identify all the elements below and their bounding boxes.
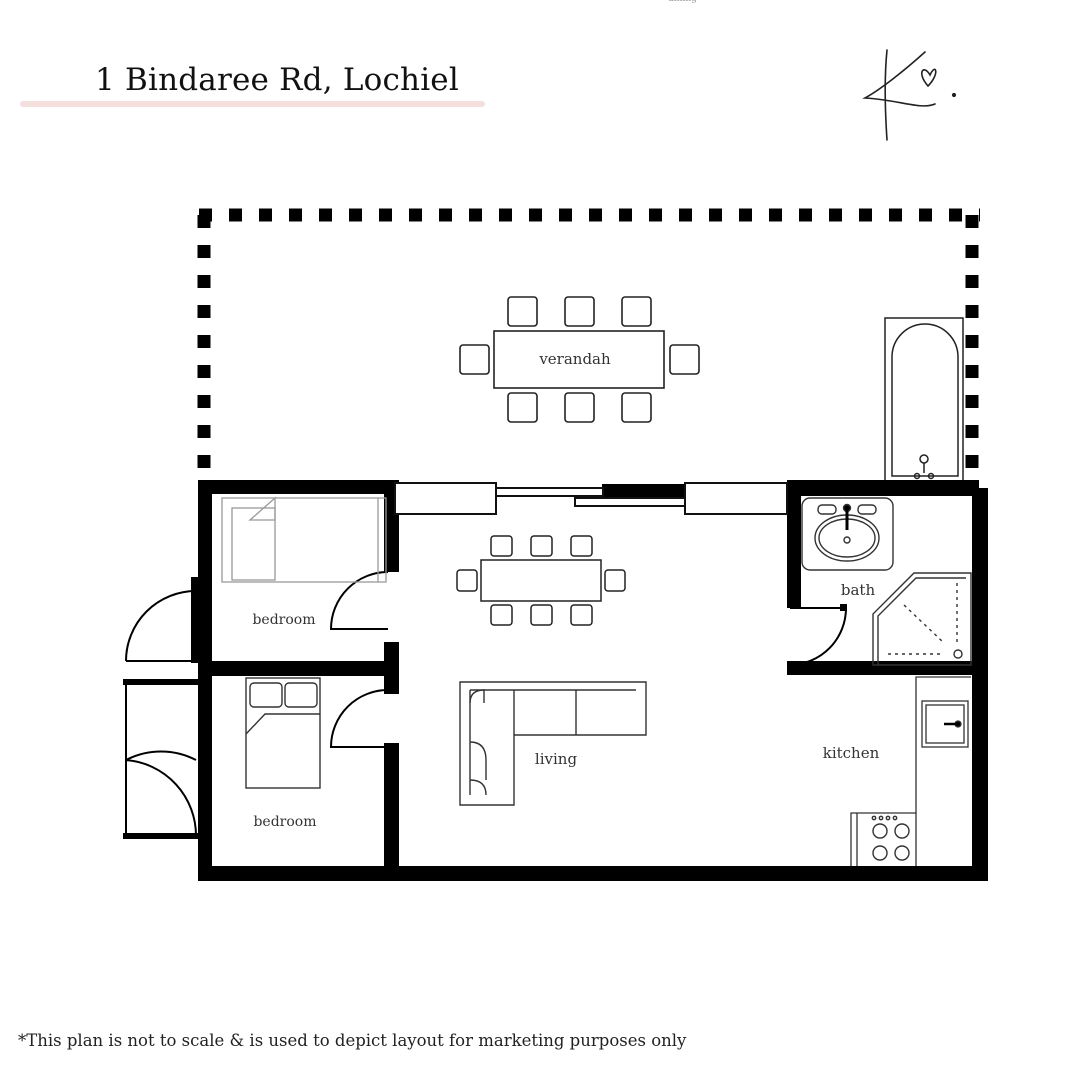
disclaimer-text: *This plan is not to scale & is used to … <box>18 1031 687 1050</box>
living-sofa <box>459 681 647 806</box>
title-underline <box>20 101 485 107</box>
exterior-walls <box>198 480 988 881</box>
kitchen-bench <box>850 676 971 866</box>
sliding-doors <box>394 482 788 515</box>
verandah-dining-set <box>459 296 700 423</box>
bedroom-2-bed <box>245 677 321 789</box>
verandah-table <box>493 330 665 389</box>
room-label-bedroom-2: bedroom <box>253 814 316 830</box>
outdoor-bathtub <box>884 317 964 482</box>
room-label-bath: bath <box>841 581 876 599</box>
room-label-kitchen: kitchen <box>823 744 880 762</box>
kitchen-cooktop <box>871 815 910 861</box>
room-label-bedroom-1: bedroom <box>252 612 315 628</box>
exterior-doors <box>123 577 199 839</box>
page-title: 1 Bindaree Rd, Lochiel <box>95 62 459 98</box>
dining-table <box>480 559 602 602</box>
interior-door-swings <box>329 571 848 748</box>
bathroom-vanity <box>801 497 894 571</box>
room-label-verandah: verandah <box>538 350 611 368</box>
interior-dining-set <box>456 535 626 626</box>
bedroom-1-furniture <box>221 496 387 583</box>
room-label-living: living <box>535 750 578 768</box>
verandah-outline <box>197 208 980 480</box>
bathroom-shower <box>872 572 972 666</box>
brand-signature-logo <box>862 49 957 141</box>
cropped-top-label: dining <box>668 0 697 4</box>
